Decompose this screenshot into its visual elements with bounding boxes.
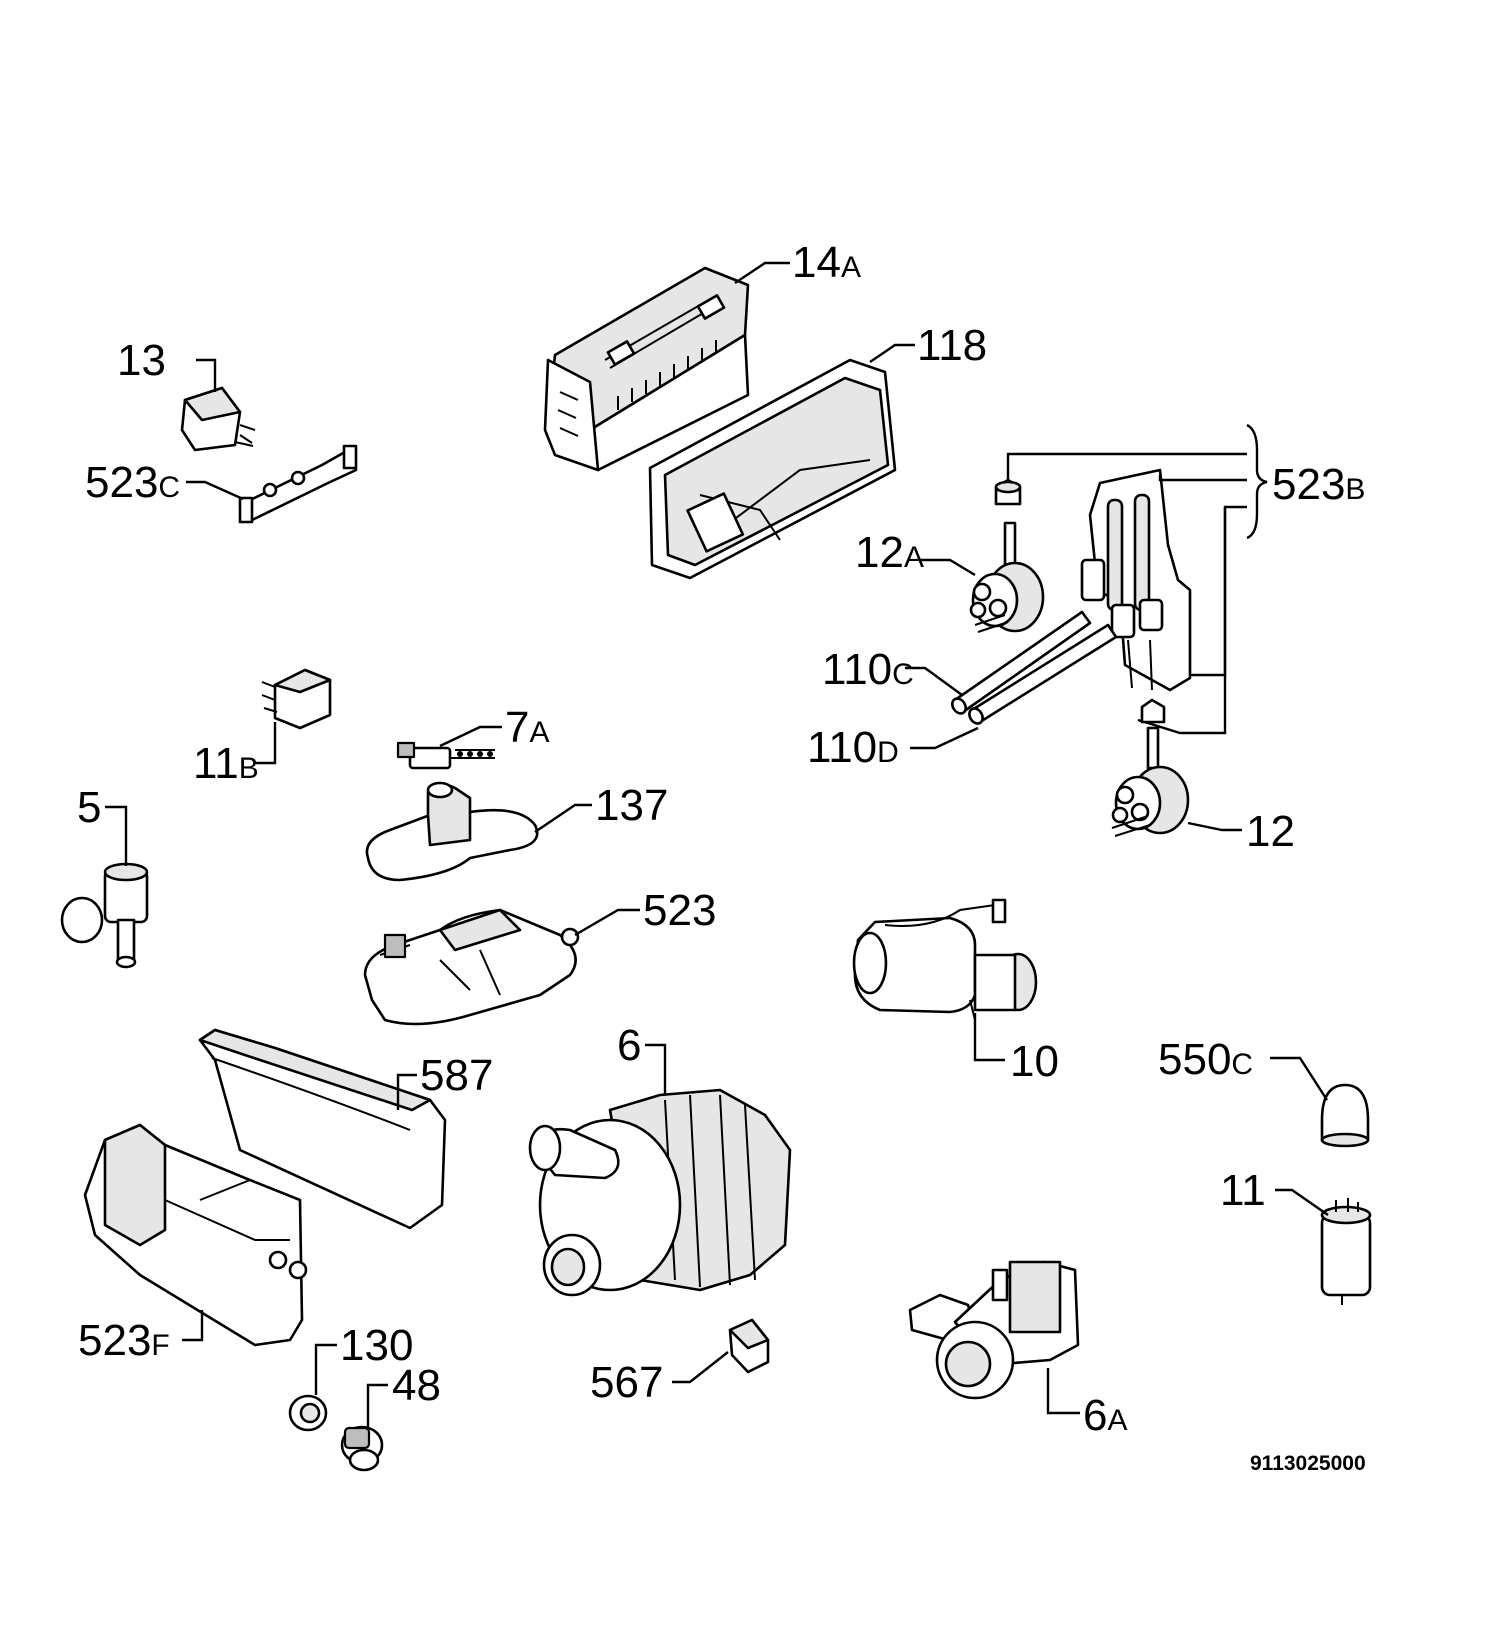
part-130-gasket <box>288 1394 328 1432</box>
label-7a: 7A <box>439 703 550 752</box>
label-523b: 523B <box>1006 423 1365 735</box>
label-13-number: 13 <box>117 336 166 385</box>
part-523b-cap-upper <box>994 478 1022 506</box>
label-6: 6 <box>617 1021 667 1095</box>
part-6a-drain-pump <box>908 1260 1080 1400</box>
label-130: 130 <box>314 1321 413 1395</box>
svg-text:110C: 110C <box>822 645 914 694</box>
label-11b-suffix: B <box>239 752 259 785</box>
label-523c-suffix: C <box>158 471 180 504</box>
label-110c-suffix: C <box>892 658 914 691</box>
label-5-number: 5 <box>77 783 101 832</box>
part-48-nut <box>340 1425 384 1472</box>
label-118: 118 <box>869 321 987 370</box>
label-10: 10 <box>973 1013 1059 1086</box>
part-6-circulation-pump <box>528 1088 792 1297</box>
label-48: 48 <box>366 1361 441 1428</box>
part-7a-sensor <box>396 741 495 770</box>
label-118-number: 118 <box>917 321 987 370</box>
svg-text:550C: 550C <box>1158 1035 1253 1084</box>
label-110c-number: 110 <box>822 645 892 694</box>
label-7a-number: 7 <box>505 703 529 752</box>
label-110d: 110D <box>807 723 979 772</box>
label-523f-number: 523 <box>78 1316 151 1365</box>
label-13: 13 <box>117 336 217 392</box>
label-550c-suffix: C <box>1231 1048 1253 1081</box>
svg-text:11B: 11B <box>193 739 259 788</box>
label-11: 11 <box>1220 1166 1329 1216</box>
label-130-number: 130 <box>340 1321 413 1370</box>
label-567: 567 <box>590 1351 729 1407</box>
part-14a-electronic-module <box>543 266 750 472</box>
label-523-number: 523 <box>643 886 716 935</box>
label-587: 587 <box>396 1051 493 1110</box>
label-523b-suffix: B <box>1345 473 1365 506</box>
part-523f-base-cover <box>83 1123 308 1347</box>
svg-text:523C: 523C <box>85 458 180 507</box>
label-5: 5 <box>77 783 128 866</box>
label-567-number: 567 <box>590 1358 663 1407</box>
label-14a-suffix: A <box>841 251 861 284</box>
svg-text:523F: 523F <box>78 1316 170 1365</box>
label-6-number: 6 <box>617 1021 641 1070</box>
part-137-sensor-cover <box>365 781 539 882</box>
svg-text:110D: 110D <box>807 723 899 772</box>
svg-text:523B: 523B <box>1272 460 1365 509</box>
svg-text:7A: 7A <box>505 703 550 752</box>
label-11b: 11B <box>193 722 277 788</box>
part-12a-pressure-switch <box>969 521 1045 633</box>
part-587-cover <box>198 1028 447 1230</box>
diagram-code: 9113025000 <box>1250 1452 1366 1475</box>
label-110c: 110C <box>822 645 963 696</box>
label-12-number: 12 <box>1246 807 1295 856</box>
part-5-inlet-valve <box>60 862 149 969</box>
svg-text:12A: 12A <box>855 528 924 577</box>
part-11-capacitor <box>1320 1198 1372 1305</box>
label-137-number: 137 <box>595 781 668 830</box>
label-14a-number: 14 <box>792 238 841 287</box>
part-110d-hose <box>968 623 1118 725</box>
label-137: 137 <box>534 781 668 833</box>
label-110d-suffix: D <box>877 736 899 769</box>
label-12a-number: 12 <box>855 528 904 577</box>
label-12a-suffix: A <box>904 541 924 574</box>
part-11b-relay <box>261 668 332 730</box>
label-10-number: 10 <box>1010 1037 1059 1086</box>
label-12a: 12A <box>855 528 976 577</box>
label-523b-number: 523 <box>1272 460 1345 509</box>
part-13-switch <box>180 386 256 452</box>
label-550c-number: 550 <box>1158 1035 1231 1084</box>
label-523c-number: 523 <box>85 458 158 507</box>
part-12-pressure-switch <box>1111 698 1190 837</box>
label-6a: 6A <box>1046 1368 1128 1440</box>
part-10-heater <box>852 898 1038 1021</box>
label-11b-number: 11 <box>193 739 239 788</box>
label-523: 523 <box>574 886 716 937</box>
part-523b-support-bracket <box>1080 468 1192 692</box>
label-550c: 550C <box>1158 1035 1329 1101</box>
module-indicators <box>617 340 717 410</box>
label-7a-suffix: A <box>529 716 549 749</box>
part-110c-hose <box>950 610 1092 715</box>
part-567-clip <box>728 1318 770 1374</box>
label-523f: 523F <box>78 1310 204 1365</box>
part-523-cover-assembly <box>363 908 580 1026</box>
label-587-number: 587 <box>420 1051 493 1100</box>
label-523f-suffix: F <box>151 1329 169 1362</box>
svg-text:14A: 14A <box>792 238 861 287</box>
svg-text:6A: 6A <box>1083 1391 1128 1440</box>
label-6a-number: 6 <box>1083 1391 1107 1440</box>
part-550c-cap <box>1320 1083 1370 1148</box>
label-48-number: 48 <box>392 1361 441 1410</box>
label-11-number: 11 <box>1220 1166 1266 1215</box>
part-523b-cap-lower <box>1140 698 1166 724</box>
part-523c-bracket <box>238 444 358 524</box>
label-6a-suffix: A <box>1107 1404 1127 1437</box>
label-110d-number: 110 <box>807 723 877 772</box>
label-14a: 14A <box>734 238 861 287</box>
part-118-module-housing <box>648 358 897 580</box>
label-12: 12 <box>1187 807 1295 856</box>
label-523c: 523C <box>85 458 244 507</box>
